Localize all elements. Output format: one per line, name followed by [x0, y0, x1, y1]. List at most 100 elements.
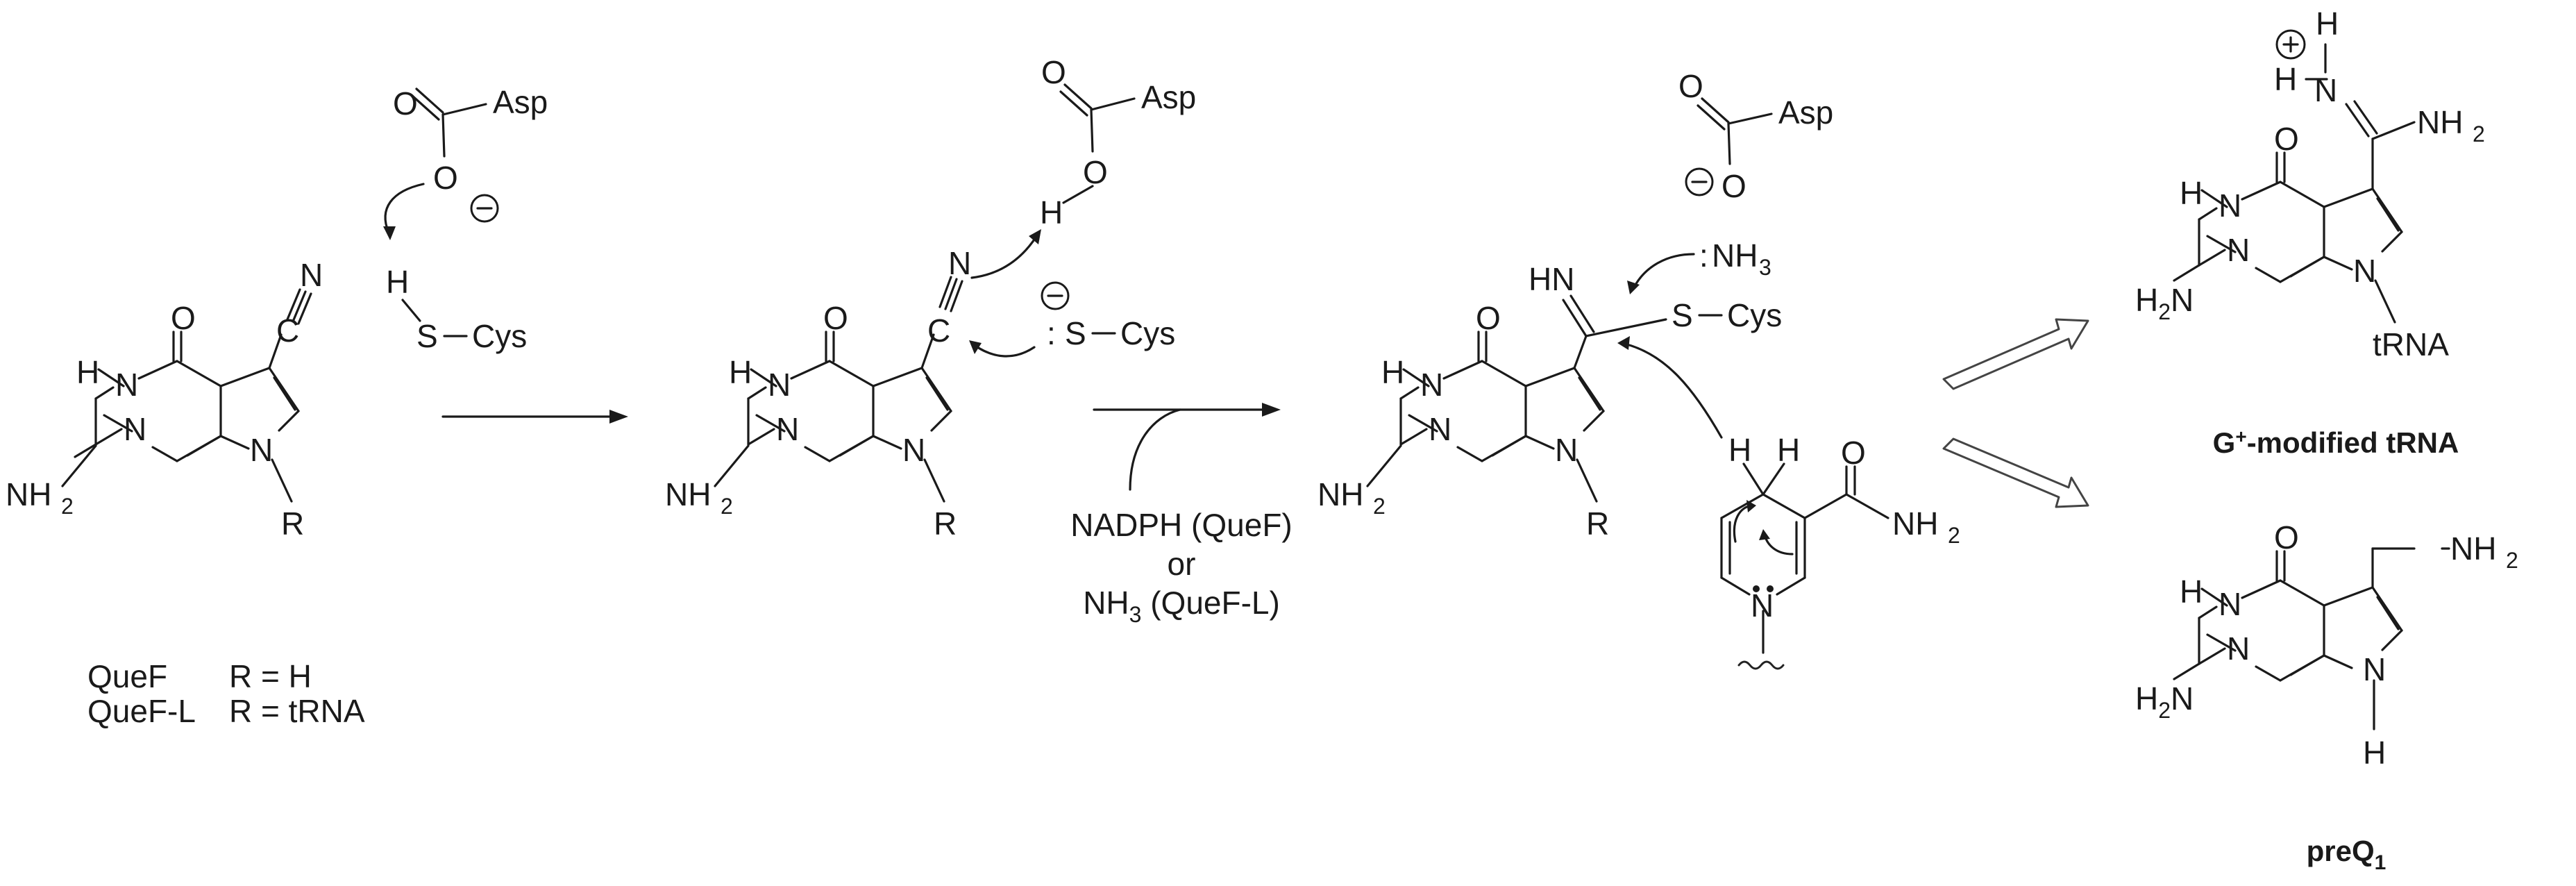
pyrrole-nitrogen: N — [250, 432, 273, 468]
condition-nh3: NH3 (QueF-L) — [1083, 585, 1280, 627]
reaction-arrow-2 — [1093, 403, 1281, 491]
r-group-2: R — [934, 505, 957, 542]
product-n3-hydrogen: H — [2180, 175, 2203, 211]
negative-charge-circle — [470, 194, 499, 223]
nitrile-carbon: C — [276, 312, 299, 349]
sulfur-lone-pair: : — [1047, 315, 1056, 351]
preq1-carbonyl-oxygen: O — [2274, 519, 2299, 555]
reaction-arrow-1 — [441, 410, 628, 424]
pyridine-nitrogen: N — [1751, 587, 1774, 624]
product-amino-group: H2N — [2135, 282, 2194, 324]
legend-quef-value: R = H — [229, 658, 312, 694]
hollow-arrow-upper — [1942, 318, 2089, 390]
amide-oxygen: O — [1841, 435, 1866, 471]
asp-oxygen-top-2: O — [1041, 54, 1066, 90]
carbonyl-oxygen: O — [171, 300, 196, 336]
nitrile-nitrogen-2: N — [948, 245, 971, 281]
cys-thiol-hydrogen: H — [386, 264, 409, 300]
cys-sulfur: S — [416, 318, 438, 354]
preq1-n3-hydrogen: H — [2180, 574, 2203, 610]
n3-hydrogen-3: H — [1381, 354, 1404, 390]
ring-nitrogen-n3-2: N — [768, 367, 791, 403]
ring-nitrogen-n3: N — [115, 367, 138, 403]
amidinium-hydrogen-top: H — [2316, 6, 2339, 42]
r-group-legend: QueF R = H QueF-L R = tRNA — [87, 658, 365, 729]
pyrrole-nitrogen-2: N — [902, 432, 925, 468]
imine-nh: HN — [1529, 261, 1574, 297]
amidinium-plus-circle — [2275, 29, 2306, 60]
asp-hydroxyl-oxygen-2: O — [1083, 154, 1108, 190]
product-ring-n3: N — [2219, 187, 2241, 224]
amino-subscript-2: 2 — [721, 494, 733, 519]
thiolate-sulfur: S — [1065, 315, 1086, 351]
nitrogen-lone-pair-dot-b — [1767, 585, 1774, 592]
asp-label-3: Asp — [1778, 94, 1833, 131]
c4-hydrogen-a: H — [1728, 432, 1751, 468]
amino-group-2: NH — [665, 476, 711, 512]
asp-oxygen-anion: O — [433, 160, 458, 196]
thiolate-charge-circle — [1041, 281, 1070, 310]
amino-group: NH — [6, 476, 51, 512]
amide-nh2: NH — [1892, 505, 1938, 542]
r-group-3: R — [1586, 505, 1609, 542]
asp-cys-residues-2: O Asp O H : S Cys — [1040, 54, 1196, 351]
thioimidate-structure: O N H N N R NH 2 HN S Cys : NH 3 — [1318, 237, 1782, 542]
hollow-arrows — [1942, 318, 2089, 508]
carbonyl-oxygen-2: O — [823, 300, 848, 336]
nitrogen-lone-pair-dot-a — [1753, 585, 1760, 592]
carbonyl-oxygen-3: O — [1476, 300, 1501, 336]
hollow-arrow-lower — [1942, 437, 2089, 508]
preq1-ring-n1: N — [2227, 630, 2250, 667]
preq1-aminomethyl-subscript: 2 — [2506, 548, 2518, 573]
amino-subscript-3: 2 — [1373, 494, 1386, 519]
gplus-trna-caption: G+-modified tRNA — [2213, 426, 2459, 459]
n3-hydrogen-2: H — [729, 354, 752, 390]
product-trna-label: tRNA — [2373, 326, 2449, 362]
amino-subscript: 2 — [61, 494, 74, 519]
r-group: R — [281, 505, 304, 542]
amidinium-nh2: NH — [2417, 104, 2463, 140]
legend-quefl-value: R = tRNA — [229, 693, 365, 729]
asp-oxygen-top: O — [393, 85, 418, 122]
asp-oxygen-top-3: O — [1678, 68, 1703, 104]
amino-group-3: NH — [1318, 476, 1363, 512]
cys-label: Cys — [472, 318, 527, 354]
thiolate-cys-label: Cys — [1120, 315, 1175, 351]
product-ring-n1: N — [2227, 232, 2250, 268]
substrate-structure: O N H N N R C N NH 2 — [6, 257, 323, 542]
nitrile-nitrogen: N — [300, 257, 323, 293]
amide-subscript: 2 — [1948, 523, 1960, 548]
amidinium-nitrogen: N — [2314, 72, 2337, 108]
thioimidate-cys-label: Cys — [1727, 297, 1782, 333]
nadph-dihydropyridine: H H N O NH 2 — [1617, 336, 1960, 670]
condition-or: or — [1168, 546, 1196, 582]
asp-label-2: Asp — [1141, 79, 1196, 115]
condition-nadph: NADPH (QueF) — [1070, 507, 1292, 543]
n3-hydrogen: H — [76, 354, 99, 390]
preq1-ring-n3: N — [2219, 586, 2241, 622]
asp-charge-circle-3 — [1685, 167, 1714, 197]
product-pyrrole-nitrogen: N — [2353, 253, 2376, 289]
product-gplus-structure: O N H N N tRNA NH 2 N H H H2N — [2135, 6, 2485, 362]
ring-nitrogen-n3-3: N — [1420, 367, 1443, 403]
thioimidate-sulfur: S — [1672, 297, 1693, 333]
ring-nitrogen-n1-3: N — [1429, 411, 1451, 447]
amidinium-nh2-subscript: 2 — [2473, 122, 2485, 147]
amidinium-hydrogen-left: H — [2274, 61, 2297, 97]
asp-label: Asp — [493, 84, 548, 120]
asp-residue-3: O Asp O — [1678, 68, 1833, 204]
asp-hydrogen-2: H — [1040, 194, 1063, 231]
legend-quefl-name: QueF-L — [87, 693, 196, 729]
preq1-aminomethyl: NH — [2450, 530, 2496, 567]
preq1-pyrrole-nitrogen: N — [2363, 651, 2386, 687]
ammonia-subscript: 3 — [1759, 255, 1771, 280]
ammonia: NH — [1712, 237, 1758, 274]
legend-quef-name: QueF — [87, 658, 167, 694]
product-preq1-structure: O N H N N H NH 2 H2N — [2135, 519, 2518, 771]
reaction-conditions: NADPH (QueF) or NH3 (QueF-L) — [1070, 507, 1292, 627]
preq1-pyrrole-hydrogen: H — [2363, 735, 2386, 771]
preq1-caption: preQ1 — [2307, 835, 2386, 874]
ring-nitrogen-n1: N — [124, 411, 146, 447]
pyrrole-nitrogen-3: N — [1555, 432, 1578, 468]
